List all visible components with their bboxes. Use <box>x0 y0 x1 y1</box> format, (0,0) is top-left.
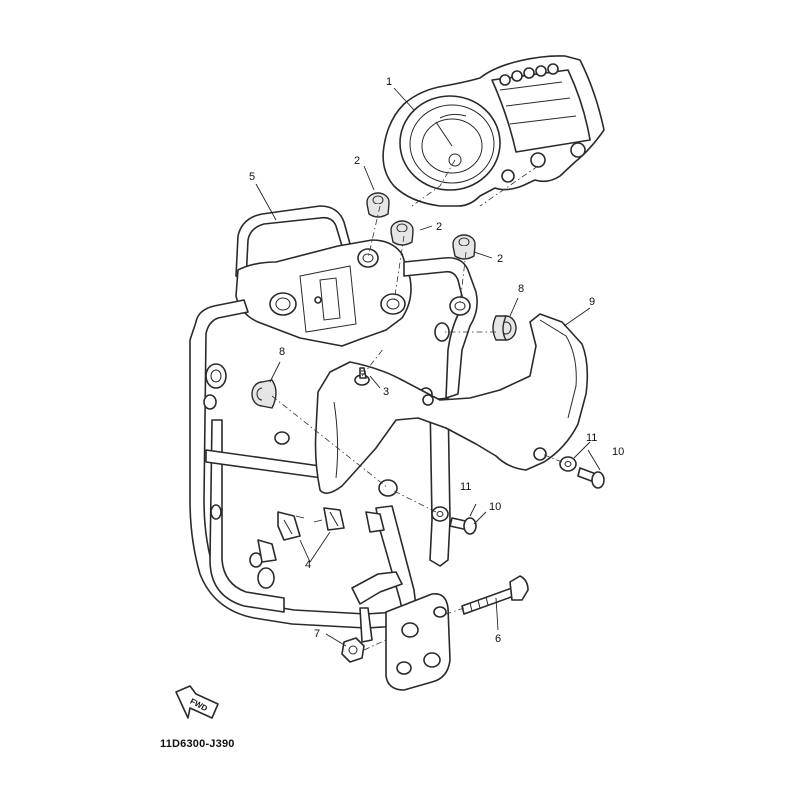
callout-9: 9 <box>589 296 595 308</box>
callout-4: 4 <box>305 559 311 571</box>
callout-labels: 1 2 2 2 3 4 5 6 7 8 8 9 10 10 11 11 <box>249 76 624 645</box>
upper-stay <box>235 205 412 347</box>
callout-3: 3 <box>383 386 389 398</box>
callout-10-b: 10 <box>489 501 501 513</box>
callout-11-a: 11 <box>586 432 597 444</box>
meter-assembly <box>382 55 605 207</box>
callout-5: 5 <box>249 171 255 183</box>
callout-10-a: 10 <box>612 446 624 458</box>
diagram-code: 11D6300-J390 <box>160 738 235 750</box>
callout-8-b: 8 <box>518 283 524 295</box>
alignment-lines <box>271 159 563 651</box>
cover-panel <box>314 313 589 497</box>
callout-2-b: 2 <box>436 221 442 233</box>
callout-6: 6 <box>495 633 501 645</box>
leader-lines <box>255 87 601 647</box>
nut <box>341 637 365 663</box>
callout-8-a: 8 <box>279 346 285 358</box>
fwd-arrow-icon: FWD <box>175 685 219 719</box>
callout-11-b: 11 <box>460 481 471 493</box>
dampers <box>251 315 517 409</box>
callout-7: 7 <box>314 628 320 640</box>
grommets <box>366 192 476 260</box>
long-bolt <box>461 575 529 615</box>
clips <box>257 507 385 563</box>
callout-1: 1 <box>386 76 392 88</box>
lower-stay-frame <box>189 256 478 691</box>
screw <box>354 367 370 386</box>
callout-2-a: 2 <box>354 155 360 167</box>
bolts-washers <box>431 456 605 535</box>
callout-2-c: 2 <box>497 253 503 265</box>
